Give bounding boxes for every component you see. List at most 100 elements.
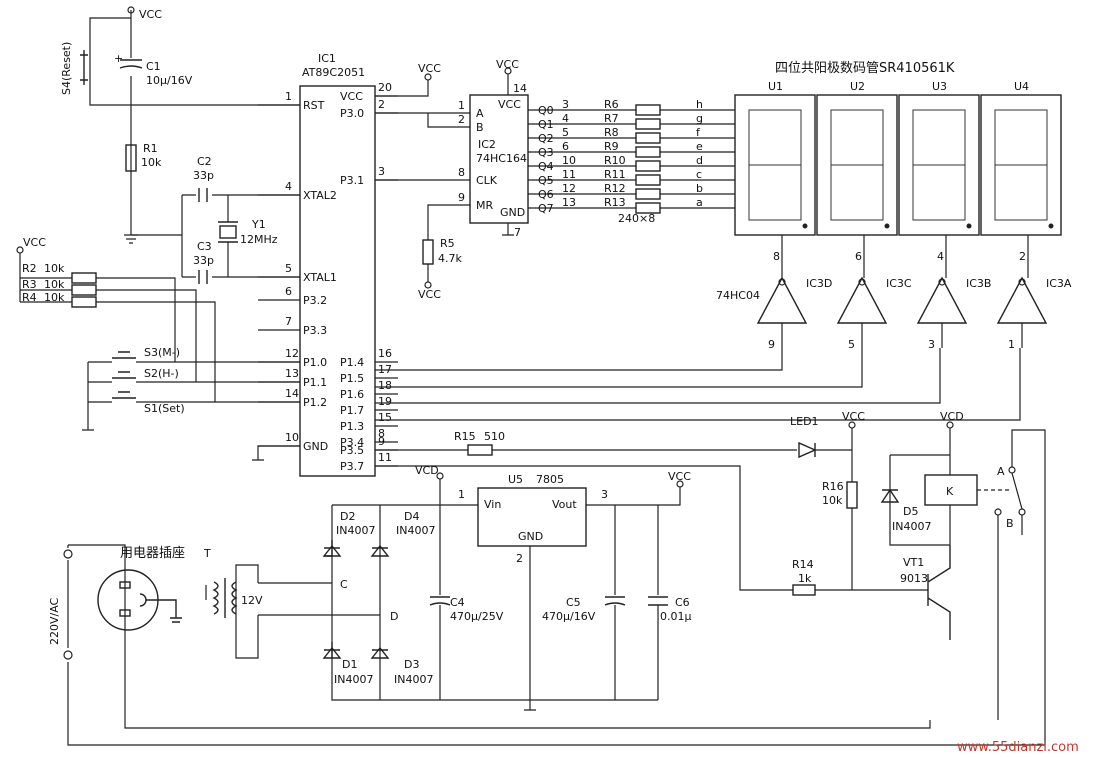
ic1-pin-name-11: P3.7 [340,460,364,473]
ic1-pin-num-9: 9 [378,435,385,448]
display-u1 [734,94,816,236]
ic2-pin-num-8: 8 [458,166,465,179]
r15-resistor-symbol [467,444,493,456]
ic2-pin-name-1: A [476,107,484,120]
ic1-pin-name-8: P3.4 [340,436,364,449]
ic1-pin-num-14: 14 [285,387,299,400]
ic2-output-q5: Q5 [538,174,554,187]
ic1-pin-name-9: P3.5 [340,444,364,457]
ic2-output-q2: Q2 [538,132,554,145]
ic2-vcc-pin-num: 14 [513,82,527,95]
d3-label: D3 [404,658,419,671]
display-u4-pin: 2 [1019,250,1026,263]
c5-value: 470μ/16V [542,610,596,623]
power-supply: U5 7805 Vin Vout GND 1 2 3 VCD VCC C4 47… [258,464,692,711]
vcd-label-relay: VCD [940,410,964,423]
resistor-r9-label: R9 [604,140,619,153]
ic1-pin-name-6: P3.2 [303,294,327,307]
ic1-part: AT89C2051 [302,66,365,79]
ic1-pin-name-12: P1.0 [303,356,327,369]
display-u2 [816,94,898,236]
inverter-ic3d-label: IC3D [806,277,832,290]
r14-value: 1k [798,572,812,585]
r14-resistor-symbol [792,584,816,596]
resistor-r11-label: R11 [604,168,626,181]
resistor-r13-label: R13 [604,196,626,209]
inverter-ic3d-in-pin: 9 [768,338,775,351]
ic1-pin-num-2: 2 [378,98,385,111]
inverter-part: 74HC04 [716,289,760,302]
d1-value: IN4007 [334,673,373,686]
vcc-label-ic2: VCC [496,58,519,71]
u5-gnd: GND [518,530,543,543]
r3-label: R3 [22,278,37,291]
segment-d-label: d [696,154,703,167]
ic1-ref: IC1 [318,52,336,65]
ic1-pin-num-12: 12 [285,347,299,360]
ic2-output-pin-13: 13 [562,196,576,209]
r15-value: 510 [484,430,505,443]
vcc-label: VCC [139,8,162,21]
display-u3-pin: 4 [937,250,944,263]
d1-label: D1 [342,658,357,671]
display-u3 [898,94,980,236]
inverter-ic3c-in-pin: 5 [848,338,855,351]
display-u3-label: U3 [932,80,947,93]
crystal-circuit: C2 33p C3 33p Y1 12MHz [131,155,300,284]
c5-label: C5 [566,596,581,609]
ic2-output-q3: Q3 [538,146,554,159]
ic2-output-pin-5: 5 [562,126,569,139]
u5-pin-1: 1 [458,488,465,501]
mains-terminal-bottom [63,650,73,660]
y1-crystal-symbol [219,225,237,239]
vt1-value: 9013 [900,572,928,585]
r1-resistor-symbol [125,144,137,172]
display-title: 四位共阳极数码管SR410561K [775,61,955,76]
r2-label: R2 [22,262,37,275]
segment-h-label: h [696,98,703,111]
ic1-pin-num-6: 6 [285,285,292,298]
d5-diode-symbol [880,488,900,503]
display-u1-label: U1 [768,80,783,93]
r4-label: R4 [22,291,37,304]
r5-value: 4.7k [438,252,462,265]
resistor-r8-label: R8 [604,126,619,139]
c6-value: 0.01μ [660,610,692,623]
y1-value: 12MHz [240,233,278,246]
ic2-gnd-pin: GND [500,206,525,219]
ic2-pin-num-9: 9 [458,191,465,204]
digit-select-wires [375,348,1021,421]
ic2-part: 74HC164 [476,152,527,165]
inverter-ic3c-label: IC3C [886,277,912,290]
c3-label: C3 [197,240,212,253]
led1-label: LED1 [790,415,819,428]
display-u2-label: U2 [850,80,865,93]
u5-vout: Vout [552,498,577,511]
vt1-transistor-symbol [927,545,951,640]
d5-value: IN4007 [892,520,931,533]
display-u1-pin: 8 [773,250,780,263]
ic1-pin-name-1: RST [303,99,325,112]
inverter-ic3a-label: IC3A [1046,277,1072,290]
ic2-output-q0: Q0 [538,104,554,117]
r5-resistor-symbol [422,239,434,265]
y1-label: Y1 [251,218,266,231]
ic2-pin-name-9: MR [476,199,493,212]
ic2-output-pin-6: 6 [562,140,569,153]
svg-text:+: + [114,52,123,65]
bridge-rectifier [324,540,388,658]
ic2-pin-num-1: 1 [458,99,465,112]
ic1-pin-num-4: 4 [285,180,292,193]
ic1-pin-num-1: 1 [285,90,292,103]
segment-f-label: f [696,126,701,139]
s2-label: S2(H-) [144,367,179,380]
ic1-pin-name-14: P1.2 [303,396,327,409]
ic2-vcc-pin: VCC [498,98,521,111]
r5-label: R5 [440,237,455,250]
segment-c-label: c [696,168,702,181]
r3-resistor-symbol [71,284,97,296]
